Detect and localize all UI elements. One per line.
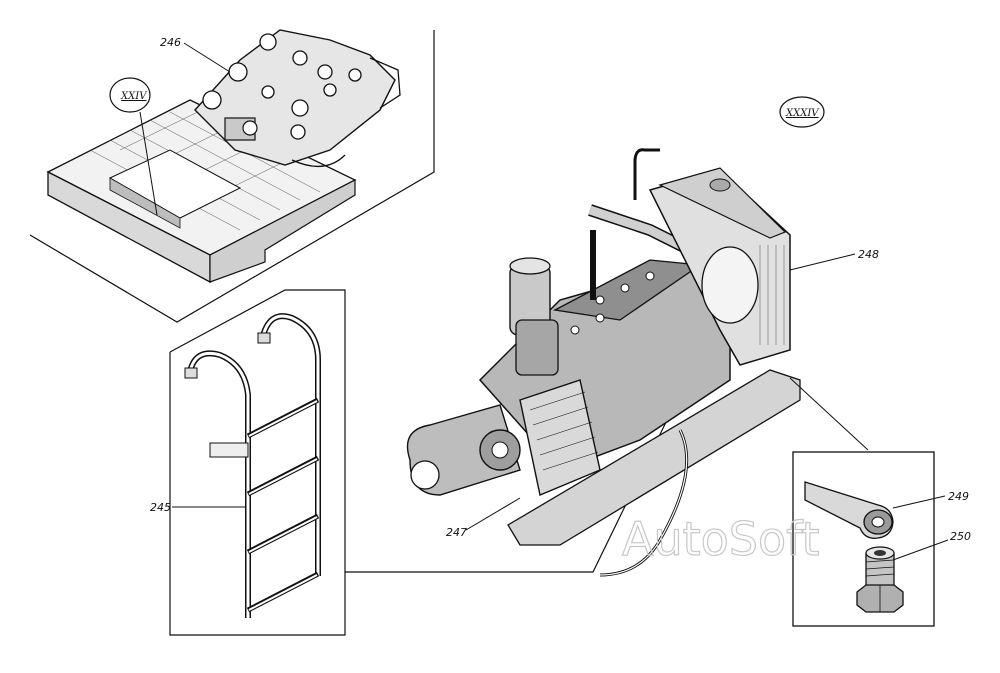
view-marker-xxxiv — [779, 96, 825, 128]
engine-unit: 247 248 XXXIV — [406, 96, 879, 577]
callout-245: 245 — [150, 501, 171, 514]
frame-front — [209, 179, 356, 283]
callout-250: 250 — [950, 530, 971, 543]
fittings-frame — [792, 451, 935, 627]
fittings-inset: 249 250 — [789, 377, 971, 627]
oil-filter — [515, 319, 559, 376]
view-label-xxiv: XXIV — [120, 91, 148, 102]
leader-xxiv — [139, 111, 158, 216]
fan — [701, 246, 759, 324]
leader-249 — [892, 495, 946, 509]
ladder-bracket — [209, 442, 249, 458]
callout-248: 248 — [858, 248, 879, 261]
view-label-xxxiv: XXXIV — [785, 108, 820, 119]
callout-247: 247 — [446, 526, 467, 539]
cab-holes — [202, 33, 362, 140]
leader-247 — [465, 497, 521, 531]
leader-246 — [183, 42, 231, 73]
inset-connector — [789, 377, 869, 451]
breather-pipe — [633, 148, 660, 200]
ladder-border — [169, 352, 669, 636]
watermark: AutoSoft — [622, 512, 820, 566]
ladder-rail-left — [187, 350, 251, 618]
inset-border — [29, 30, 435, 323]
leader-248 — [789, 253, 856, 271]
callout-246: 246 — [160, 36, 181, 49]
ladder-hook-left — [184, 367, 198, 379]
frame-assembly-inset: 246 XXIV — [29, 29, 435, 323]
ladder-rail-right — [260, 313, 321, 576]
view-marker-xxiv — [109, 77, 151, 113]
ladder-hook-right — [257, 332, 271, 344]
leader-250 — [892, 539, 949, 561]
engine-base — [507, 369, 801, 546]
radiator-cap — [709, 178, 731, 192]
ladder-inset: 245 — [150, 289, 669, 636]
callout-249: 249 — [948, 490, 969, 503]
starter-box — [519, 379, 601, 496]
